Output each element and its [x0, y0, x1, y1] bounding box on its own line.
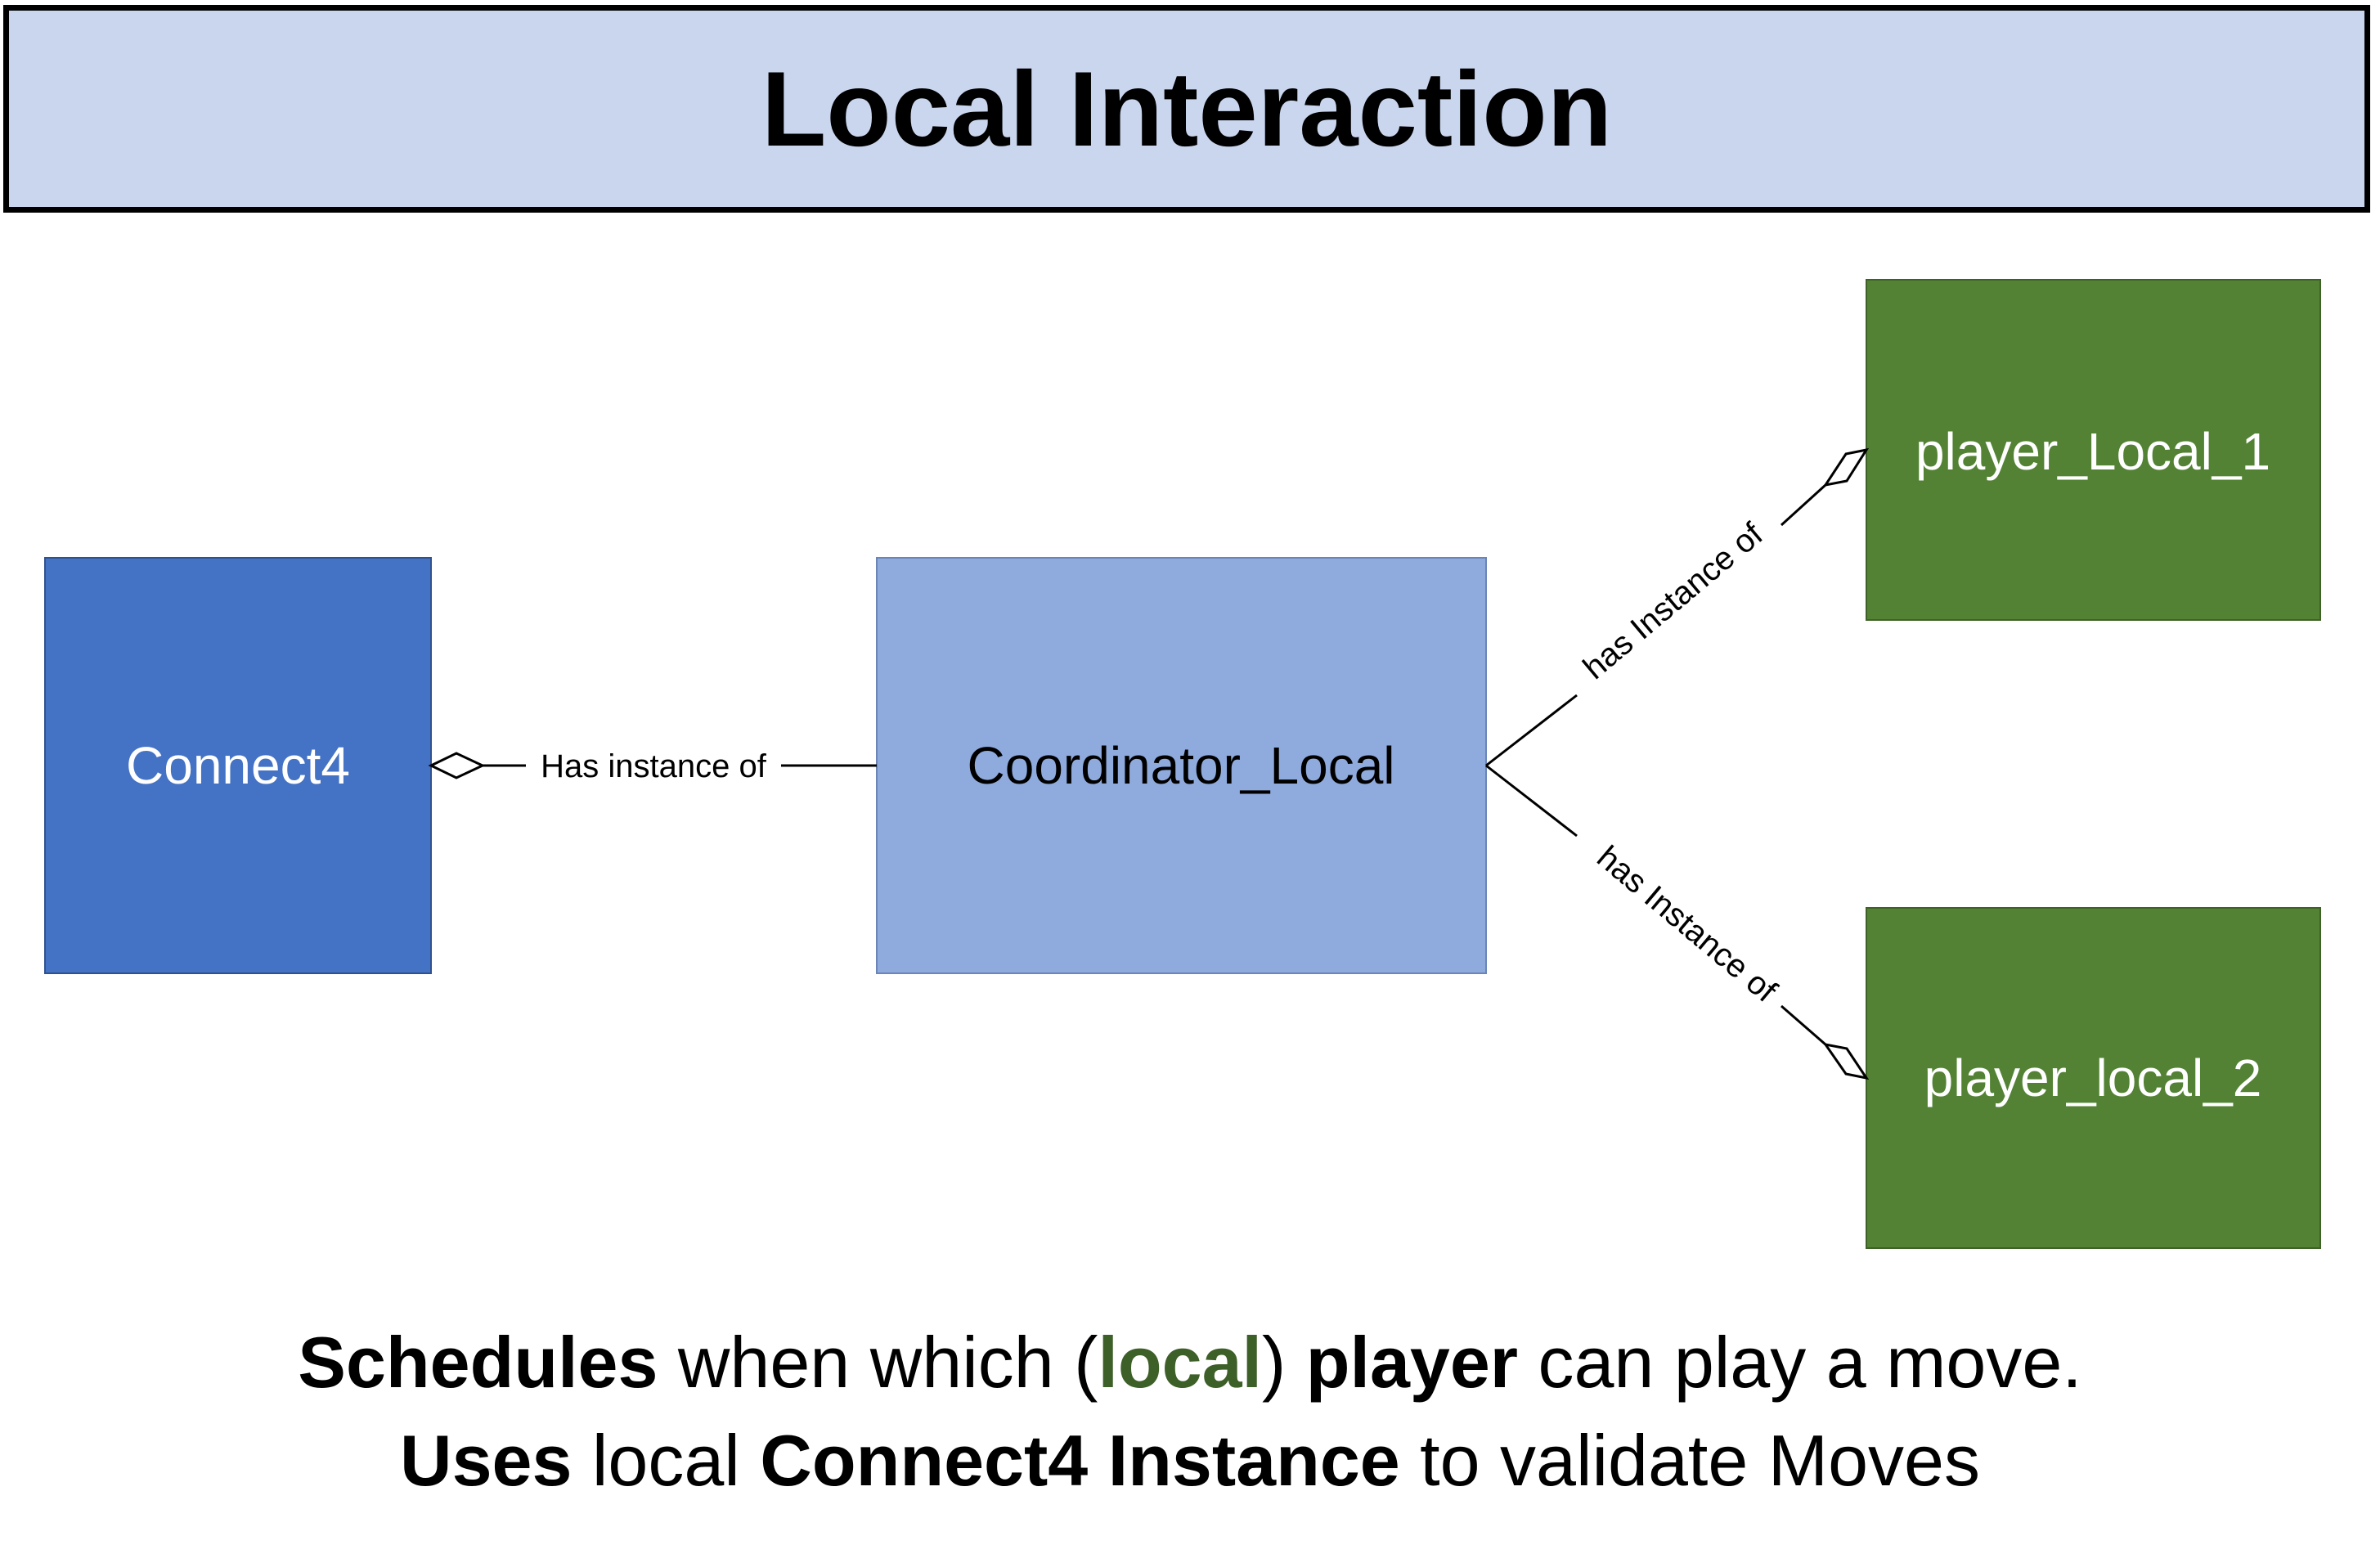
- caption-when-which: when which (: [658, 1322, 1098, 1403]
- caption-line-1: Schedules when which (local) player can …: [0, 1321, 2380, 1404]
- caption-connect4-instance: Connect4 Instance: [760, 1420, 1400, 1501]
- edge-coordinator-player1: has Instance of: [1485, 447, 1870, 767]
- node-connect4[interactable]: Connect4: [44, 557, 432, 974]
- caption-local: local: [572, 1420, 761, 1501]
- edge-coordinator-player2: has Instance of: [1485, 764, 1870, 1080]
- aggregation-diamond-icon: [1822, 1042, 1870, 1080]
- node-player-local-2-label: player_local_2: [1924, 1049, 2262, 1107]
- edge-coordinator-player1-label: has Instance of: [1577, 515, 1771, 686]
- caption-validate: to validate Moves: [1399, 1420, 1980, 1501]
- caption-can-play: can play a move.: [1518, 1322, 2082, 1403]
- edge-connect4-coordinator-label: Has instance of: [541, 748, 767, 784]
- title-banner: Local Interaction: [3, 5, 2370, 213]
- node-player-local-1-label: player_Local_1: [1915, 422, 2270, 481]
- caption-uses: Uses: [400, 1420, 573, 1501]
- caption-player: player: [1305, 1322, 1519, 1403]
- node-player-local-2[interactable]: player_local_2: [1866, 907, 2321, 1249]
- caption-line-2: Uses local Connect4 Instance to validate…: [0, 1419, 2380, 1502]
- edge-connect4-coordinator: Has instance of: [428, 748, 877, 784]
- caption-schedules: Schedules: [298, 1322, 658, 1403]
- node-coordinator-local-label: Coordinator_Local: [968, 736, 1395, 795]
- node-player-local-1[interactable]: player_Local_1: [1866, 279, 2321, 621]
- edge-coordinator-player2-label: has Instance of: [1590, 839, 1784, 1010]
- caption-close-paren: ): [1261, 1322, 1306, 1403]
- aggregation-diamond-icon: [1822, 447, 1870, 487]
- caption-local-highlight: local: [1098, 1322, 1262, 1403]
- node-coordinator-local[interactable]: Coordinator_Local: [876, 557, 1487, 974]
- aggregation-diamond-icon: [428, 752, 486, 779]
- node-connect4-label: Connect4: [126, 736, 350, 795]
- diagram-title: Local Interaction: [761, 49, 1613, 168]
